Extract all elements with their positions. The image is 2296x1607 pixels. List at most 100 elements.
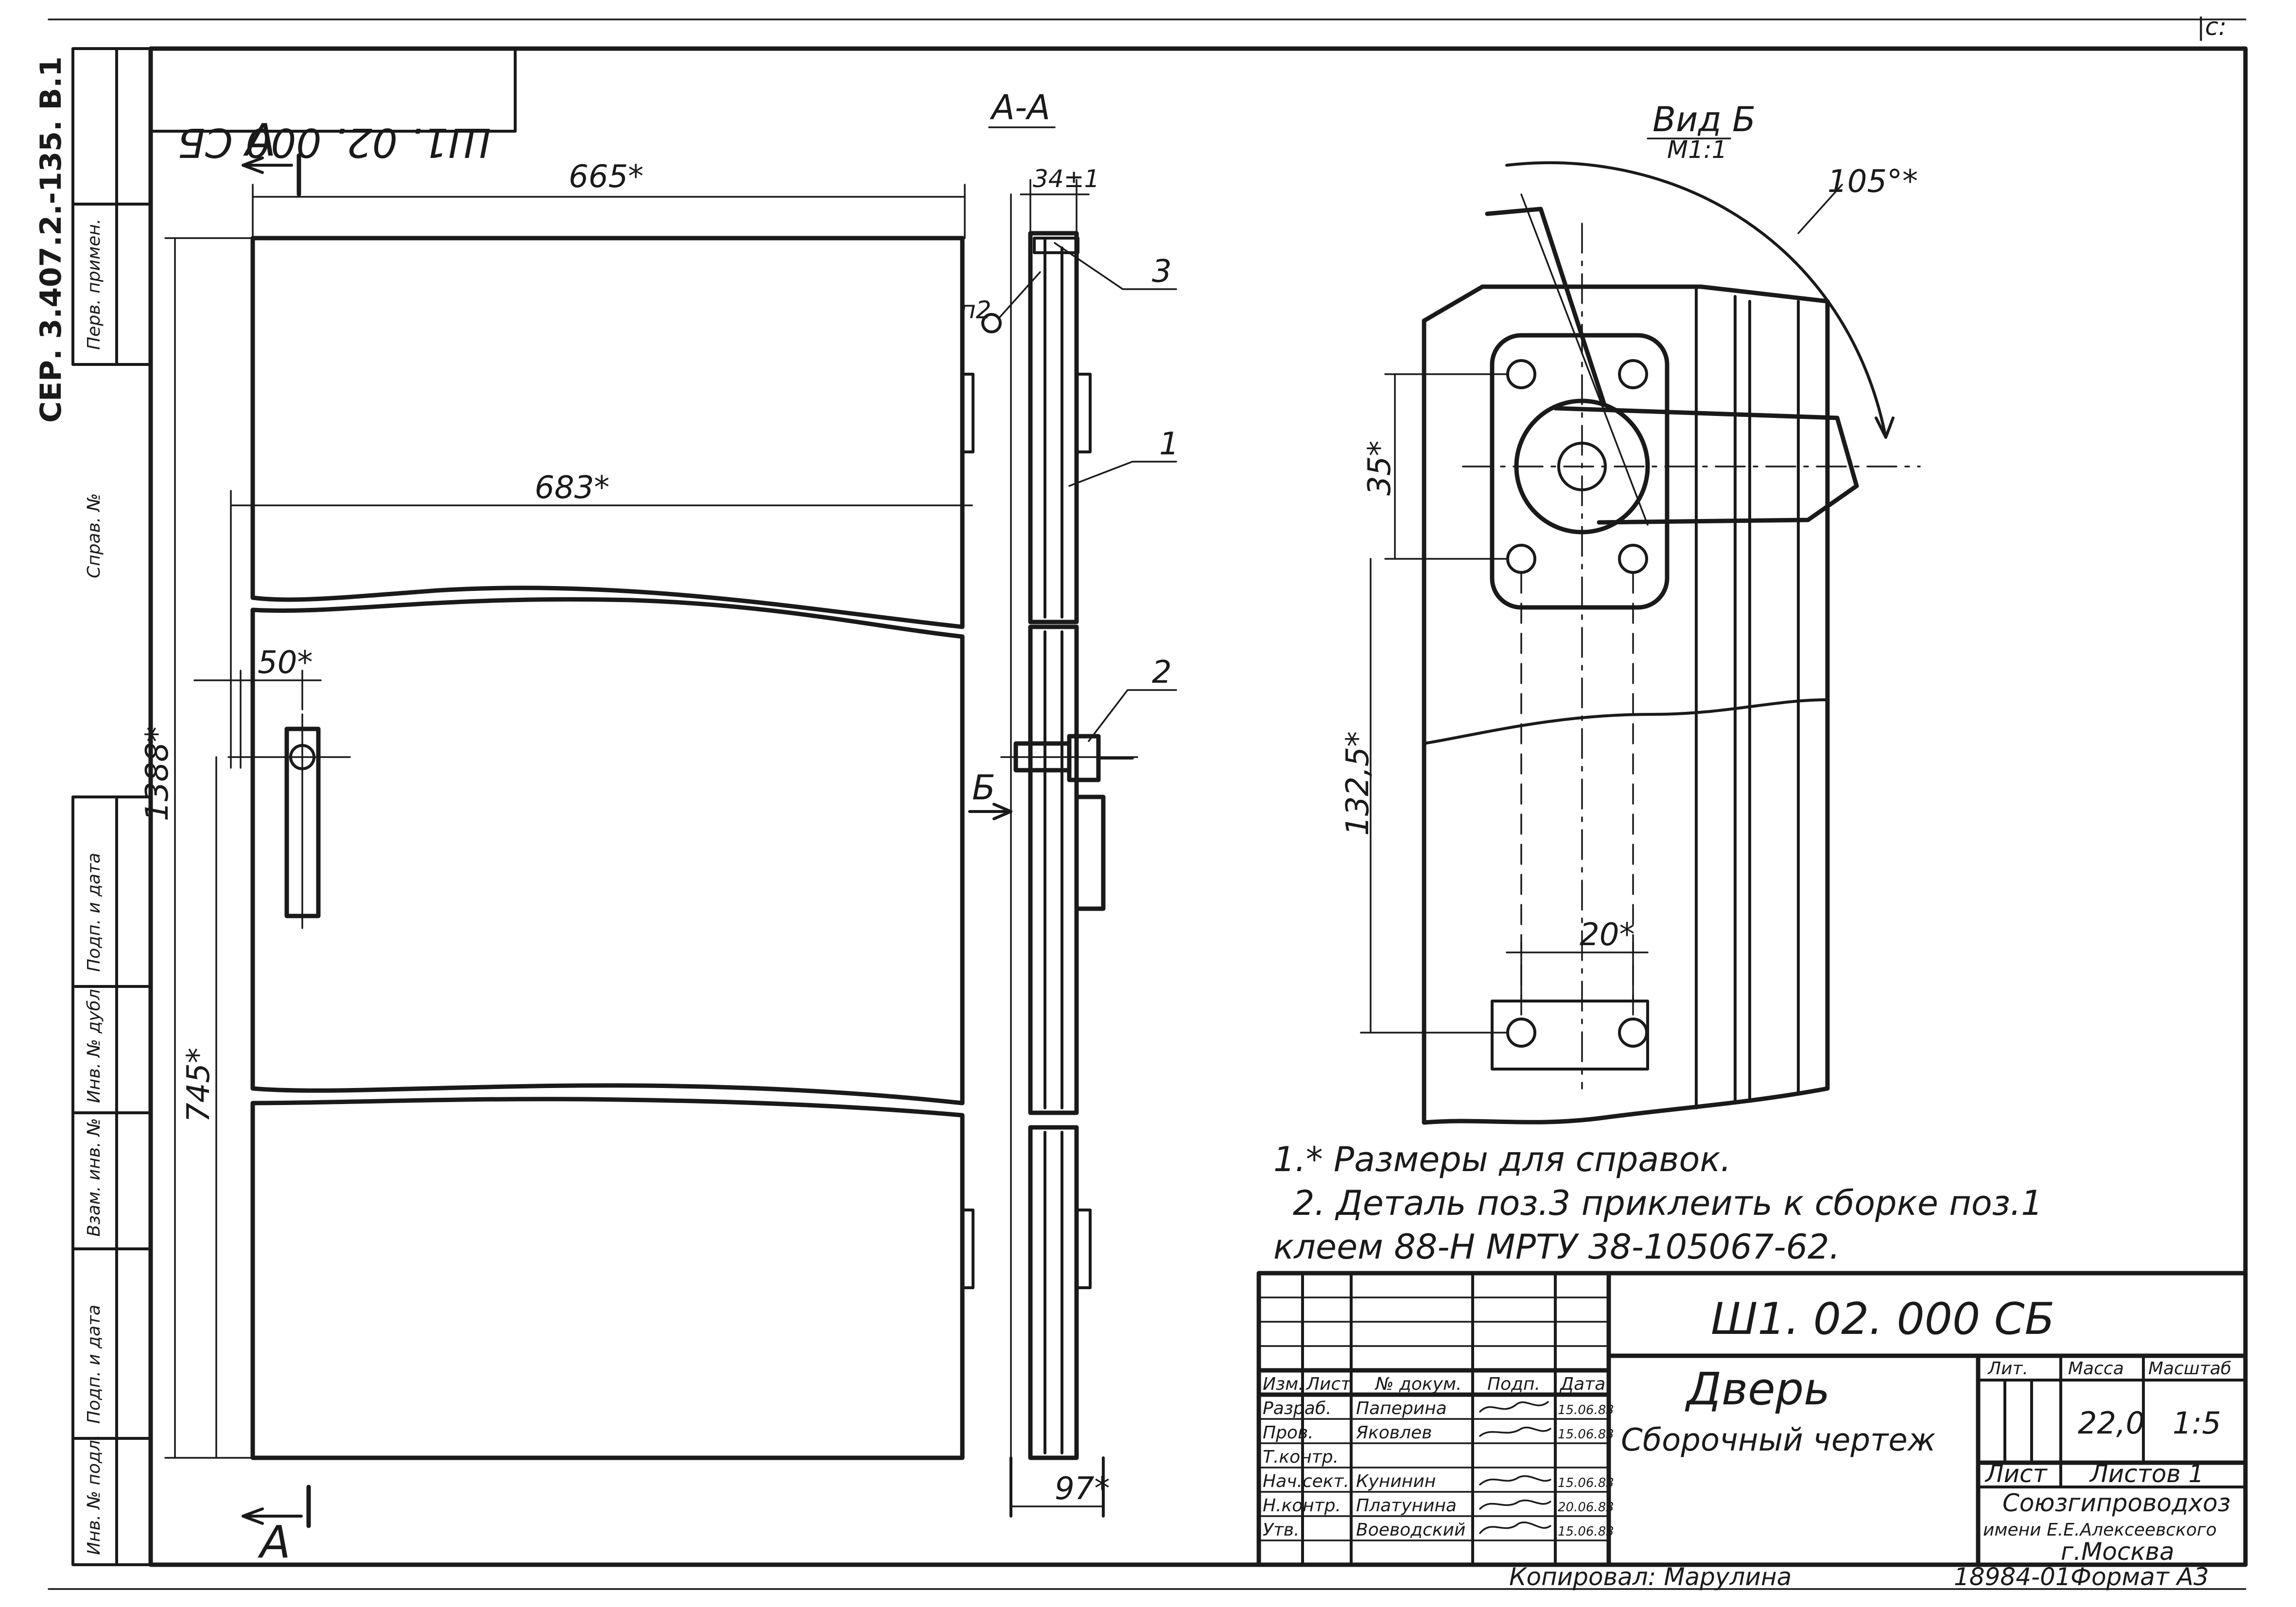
row-name-5: Воеводский (1356, 1520, 1465, 1540)
row-date-4: 20.06.83 (1558, 1500, 1614, 1515)
dim-745: 745* (181, 1048, 217, 1123)
vzam-inv-label: Взам. инв. № (84, 1118, 104, 1237)
org-line-2: имени Е.Е.Алексеевского (1983, 1520, 2217, 1540)
row-role-1: Пров. (1263, 1423, 1314, 1443)
row-date-1: 15.06.83 (1558, 1427, 1614, 1442)
copied-by: Копировал: Марулина (1509, 1563, 1792, 1591)
door-lower-panel (250, 1097, 965, 1460)
note-2: 2. Деталь поз.3 приклеить к сборке поз.1 (1293, 1183, 2043, 1223)
org-line-3: г.Москва (2061, 1538, 2174, 1566)
head-izm: Изм. (1263, 1374, 1304, 1394)
dim-132: 132,5* (1340, 731, 1376, 836)
signature-5 (1479, 1521, 1551, 1534)
row-role-3: Нач.сект. (1263, 1471, 1349, 1491)
glued-strip (1033, 237, 1079, 254)
doc-code: Ш1. 02. 000 СБ (1711, 1294, 2054, 1345)
mass-value: 22,0 (2078, 1405, 2145, 1441)
dim-97: 97* (1055, 1471, 1110, 1507)
section-mark-bottom: А (258, 1516, 291, 1568)
row-name-3: Кунинин (1356, 1471, 1436, 1491)
lit-label: Лит. (1987, 1359, 2028, 1379)
head-doc: № докум. (1374, 1374, 1461, 1394)
view-b-title: Вид Б (1652, 100, 1756, 139)
front-view: А А 665* 683* 50* 1388* 745* (139, 114, 974, 1568)
section-middle (1028, 624, 1079, 1115)
dim-34: 34±1 (1033, 165, 1099, 193)
head-list: Лист (1305, 1374, 1351, 1394)
title-block: Изм. Лист № докум. Подп. Дата Разраб. Па… (1256, 1271, 2248, 1567)
row-date-0: 15.06.83 (1558, 1403, 1614, 1417)
sidebar: СЕР. 3.407.2.-135. В.1 Перв. примен. Спр… (34, 47, 152, 1566)
weld-note: п2 (960, 296, 991, 324)
list-label: Лист (1984, 1460, 2048, 1488)
dim-50: 50* (258, 645, 313, 681)
view-b-frame (1422, 284, 1830, 1125)
sprav-no-label: Справ. № (84, 493, 104, 578)
podp-data-label-2: Подп. и дата (84, 1305, 104, 1424)
pos-2: 2 (1152, 655, 1172, 691)
doc-subtitle: Сборочный чертеж (1621, 1422, 1936, 1458)
note-1: 1.* Размеры для справок. (1273, 1140, 1731, 1179)
pos-3: 3 (1152, 254, 1172, 290)
sheet-no: 18984-01 (1954, 1563, 2071, 1591)
door-upper-panel (250, 236, 965, 629)
doc-name: Дверь (1685, 1363, 1830, 1415)
row-name-0: Паперина (1356, 1399, 1447, 1418)
podp-data-label-1: Подп. и дата (84, 853, 104, 972)
notes: 1.* Размеры для справок. 2. Деталь поз.3… (1273, 1140, 2043, 1267)
dim-683: 683* (535, 470, 609, 506)
view-b-scale: М1:1 (1667, 136, 1727, 164)
inv-dubl-label: Инв. № дубл. (84, 984, 104, 1103)
lower-hinge (961, 1209, 974, 1289)
signature-1 (1479, 1426, 1551, 1437)
sidebar-upper-inner (115, 47, 152, 366)
handle-profile (1074, 795, 1106, 911)
section-upper (1028, 231, 1079, 624)
massa-label: Масса (2068, 1359, 2124, 1379)
listov-label: Листов 1 (2089, 1460, 2204, 1488)
dim-665: 665* (569, 159, 644, 195)
note-3: клеем 88-Н МРТУ 38-105067-62. (1273, 1227, 1840, 1267)
row-name-4: Платунина (1356, 1496, 1457, 1516)
latch-arm (1553, 406, 1859, 525)
view-arrow: Б (972, 768, 995, 808)
org-line-1: Союзгипроводхоз (2002, 1489, 2230, 1517)
upper-hinge (961, 373, 974, 453)
corner-mark: |с: (2197, 13, 2226, 41)
angle-dim: 105°* (1827, 164, 1918, 200)
row-role-2: Т.контр. (1263, 1447, 1339, 1467)
inv-podl-label: Инв. № подл. (84, 1434, 104, 1555)
break-line (1423, 698, 1829, 745)
row-role-4: Н.контр. (1263, 1496, 1341, 1516)
row-name-1: Яковлев (1356, 1423, 1432, 1443)
row-date-3: 15.06.83 (1558, 1476, 1614, 1490)
section-view: А-А 34±1 97* 3 (960, 87, 1179, 1518)
section-lower (1028, 1125, 1079, 1460)
dim-35: 35* (1362, 441, 1398, 496)
signature-4 (1479, 1499, 1551, 1510)
masshtab-label: Масштаб (2148, 1359, 2231, 1379)
dim-20: 20* (1580, 917, 1635, 953)
section-title: А-А (990, 87, 1050, 127)
doc-code-mirrored: Ш1. 02. 000 СБ (177, 119, 491, 165)
row-date-5: 15.06.83 (1558, 1524, 1614, 1539)
signature-0 (1479, 1401, 1549, 1413)
row-role-0: Разраб. (1263, 1399, 1331, 1418)
head-data: Дата (1559, 1374, 1605, 1394)
perv-primen-label: Перв. примен. (84, 219, 104, 350)
scale-value: 1:5 (2173, 1405, 2221, 1441)
view-b: Вид Б М1:1 105°* (1340, 100, 1921, 1125)
signature-3 (1479, 1475, 1551, 1486)
series-label: СЕР. 3.407.2.-135. В.1 (34, 56, 68, 423)
dim-1388: 1388* (139, 726, 175, 821)
section-mark-top: А (243, 114, 276, 166)
mirrored-code-box (149, 47, 517, 133)
angle-arc (1505, 161, 1887, 439)
head-podp: Подп. (1487, 1374, 1540, 1394)
pos-1: 1 (1159, 426, 1179, 462)
row-role-5: Утв. (1263, 1520, 1300, 1540)
door-middle-panel (250, 597, 965, 1106)
sidebar-lower-inner (115, 795, 152, 1566)
format-label: Формат А3 (2070, 1563, 2209, 1591)
